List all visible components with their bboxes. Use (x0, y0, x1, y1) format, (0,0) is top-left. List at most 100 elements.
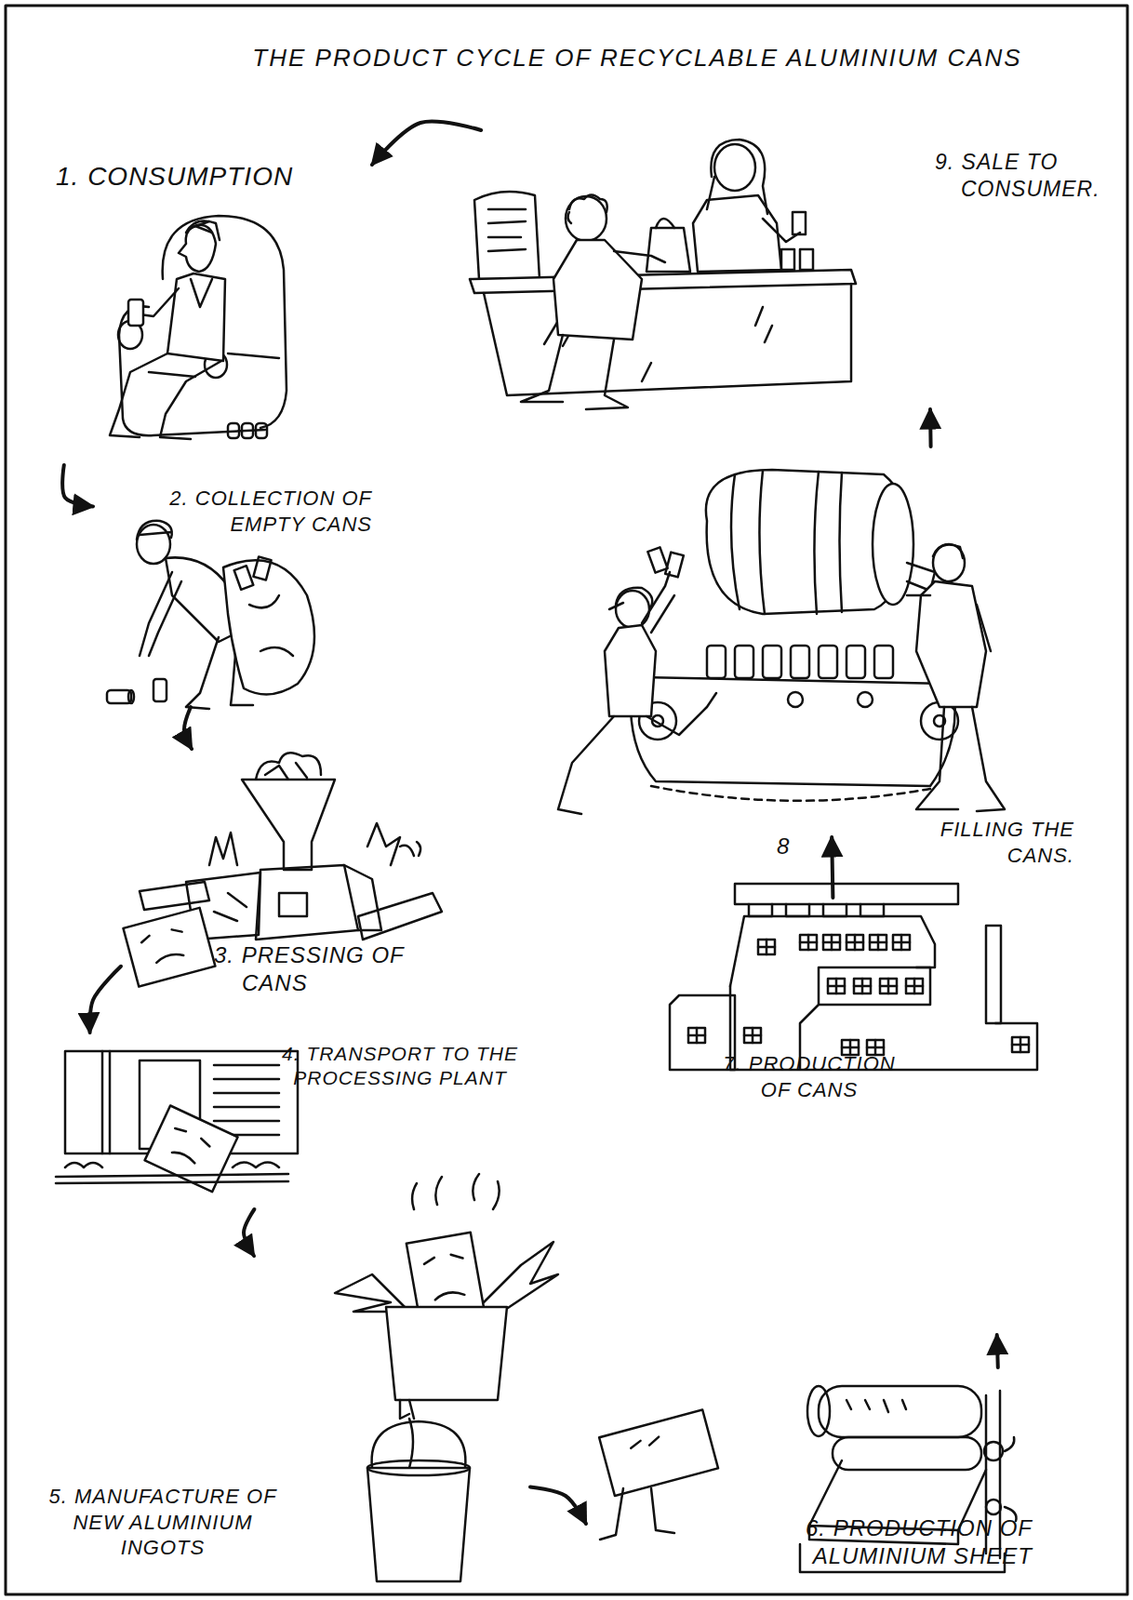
stage-panel: 9. SALE TO CONSUMER. (455, 130, 1089, 410)
can-filling-scene-part (558, 693, 717, 814)
can-factory-part (688, 1027, 706, 1043)
freight-wagon-part-part (165, 1126, 212, 1166)
cycle-arrow (184, 706, 192, 749)
consumer-in-armchair-part (255, 423, 267, 439)
cycle-arrow (243, 1209, 254, 1256)
consumer-in-armchair (109, 215, 287, 440)
melting-crucible-part (386, 1306, 507, 1400)
stage-panel: 8FILLING THE CANS. (534, 446, 1056, 838)
can-press-machine-part (344, 865, 382, 931)
can-factory-part (1012, 1037, 1029, 1053)
can-filling-scene-part (630, 665, 956, 787)
can-factory-part (986, 925, 1001, 1024)
can-press-machine-part (399, 841, 421, 856)
shop-counter-scene-part (714, 144, 756, 191)
shop-counter-scene-part (488, 209, 526, 252)
can-factory-part (799, 934, 817, 950)
collector-with-sack-part (128, 690, 134, 704)
stage-label: 5. MANUFACTURE OF NEW ALUMINIUM INGOTS (32, 1483, 294, 1561)
can-press-machine-part (241, 779, 335, 870)
stage-panel: 7. PRODUCTION OF CANS (665, 897, 1047, 1335)
can-press-machine-part (255, 752, 321, 780)
cycle-arrow (997, 1334, 999, 1368)
can-filling-scene-part (933, 544, 965, 582)
can-filling-scene-part (604, 625, 656, 717)
stage-label: 7. PRODUCTION OF CANS (706, 1051, 912, 1103)
can-filling-scene-part (874, 645, 894, 679)
rolling-mill-part (799, 1544, 1005, 1573)
can-factory-part (744, 1027, 761, 1043)
freight-wagon (55, 1051, 298, 1192)
can-factory-part (748, 904, 884, 917)
shop-counter-scene-part (474, 191, 540, 280)
cycle-arrow (530, 1487, 587, 1525)
shop-counter-scene-part (567, 195, 607, 225)
collector-with-sack (106, 520, 315, 709)
rolling-mill-part (832, 1437, 982, 1470)
freight-wagon-part (55, 1173, 289, 1184)
consumer-in-armchair-part (167, 273, 226, 361)
can-factory-part (823, 934, 840, 950)
consumer-in-armchair-part (227, 353, 280, 359)
freight-wagon-part-part (145, 1105, 239, 1192)
shop-counter-scene-part (781, 249, 795, 270)
can-filling-scene-part (734, 645, 754, 679)
melting-crucible-part (483, 1241, 559, 1312)
stage-label: FILLING THE CANS. (869, 816, 1075, 868)
consumer-in-armchair-part (227, 423, 240, 439)
page-frame-part (5, 5, 1128, 1595)
consumer-in-armchair-part (162, 215, 287, 428)
can-filling-scene-part (762, 645, 782, 679)
can-press-machine-part (358, 893, 442, 940)
can-filling-scene-part (933, 545, 963, 559)
rolling-mill-part (807, 1386, 830, 1437)
can-factory-part (846, 934, 864, 950)
collector-with-sack-part (234, 565, 254, 589)
can-press-machine-part-part (122, 907, 215, 987)
can-press-machine-part-part (140, 927, 188, 966)
stage-label: 6. PRODUCTION OF ALUMINIUM SHEET (688, 1514, 1033, 1571)
can-filling-scene-part (906, 595, 991, 652)
can-filling-scene-part (731, 470, 842, 614)
collector-with-sack-part (136, 520, 173, 540)
can-filling-scene-part (846, 645, 866, 679)
diagram-title: THE PRODUCT CYCLE OF RECYCLABLE ALUMINIU… (246, 42, 1028, 74)
can-factory-part (893, 934, 910, 950)
shop-counter-scene-part (483, 283, 852, 396)
shop-counter-scene (469, 139, 856, 410)
shop-counter-scene-part (613, 251, 666, 263)
can-filling-scene-part (787, 692, 803, 707)
stage-panel: 1. CONSUMPTION (37, 148, 373, 466)
stage-label: 3. PRESSING OF CANS (213, 941, 456, 998)
can-factory-part (758, 939, 775, 955)
consumer-in-armchair-part (128, 299, 144, 326)
rolling-mill-part (599, 1488, 675, 1540)
rolling-mill-part (809, 1460, 987, 1531)
stage-label: 2. COLLECTION OF EMPTY CANS (139, 485, 373, 537)
cycle-arrow (372, 121, 481, 165)
rolling-mill-part (818, 1386, 982, 1438)
can-filling-scene (558, 469, 1005, 814)
page-frame (5, 5, 1128, 1595)
collector-with-sack-part (223, 559, 315, 694)
stage-label: 1. CONSUMPTION (55, 159, 363, 193)
rolling-mill-part-part (599, 1409, 719, 1496)
stage-panel: 2. COLLECTION OF EMPTY CANS (93, 479, 373, 707)
can-press-machine-part (139, 881, 210, 910)
can-factory-part (734, 883, 959, 905)
can-filling-scene-part (818, 645, 838, 679)
collector-with-sack-part (153, 679, 167, 702)
can-press-machine (122, 752, 442, 987)
shop-counter-scene-part (792, 212, 806, 235)
consumer-in-armchair-part (190, 279, 213, 307)
melting-crucible-part (367, 1460, 470, 1476)
collector-with-sack-part (249, 595, 294, 656)
stage-panel: 6. PRODUCTION OF ALUMINIUM SHEET (586, 1367, 1089, 1591)
can-factory-part (827, 978, 845, 994)
can-factory-part (906, 978, 923, 994)
can-factory-part (730, 967, 1038, 1070)
freight-wagon-part (65, 1162, 280, 1169)
can-press-machine-part (209, 823, 400, 866)
stage-panel: 4. TRANSPORT TO THE PROCESSING PLANT (51, 1032, 535, 1210)
can-factory-part (853, 978, 871, 994)
